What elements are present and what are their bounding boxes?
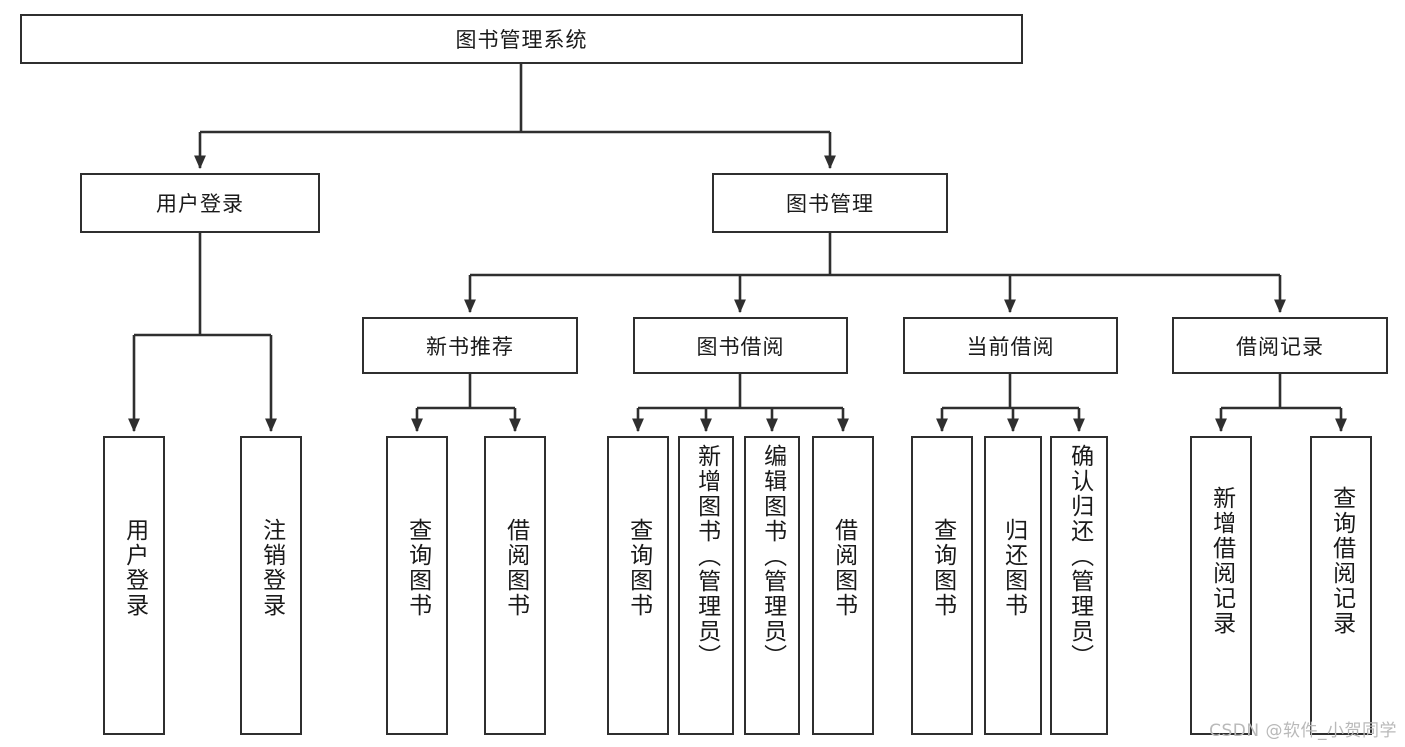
node-new-book-recommend-label: 新书推荐 <box>426 334 514 359</box>
node-book-borrow[interactable]: 图书借阅 <box>633 317 848 374</box>
leaf-return-book-label: 归还图书 <box>1000 518 1027 618</box>
leaf-query-book-borrow[interactable]: 查询图书 <box>607 436 669 735</box>
leaf-add-book-admin[interactable]: 新增图书（管理员） <box>678 436 734 735</box>
node-book-borrow-label: 图书借阅 <box>696 334 785 359</box>
leaf-query-borrow-record-label: 查询借阅记录 <box>1328 486 1355 636</box>
watermark: CSDN @软件_小贺同学 <box>1209 721 1397 741</box>
leaf-borrow-book-label: 借阅图书 <box>830 518 857 618</box>
node-new-book-recommend[interactable]: 新书推荐 <box>362 317 578 374</box>
leaf-add-borrow-record-label: 新增借阅记录 <box>1208 486 1235 636</box>
leaf-edit-book-admin[interactable]: 编辑图书（管理员） <box>744 436 800 735</box>
leaf-query-book-borrow-label: 查询图书 <box>625 518 652 618</box>
leaf-borrow-book[interactable]: 借阅图书 <box>812 436 874 735</box>
leaf-query-book-newbook[interactable]: 查询图书 <box>386 436 448 735</box>
leaf-borrow-book-newbook-label: 借阅图书 <box>502 518 529 618</box>
node-user-login-label: 用户登录 <box>156 192 244 216</box>
node-user-login[interactable]: 用户登录 <box>80 173 320 233</box>
leaf-user-login-label: 用户登录 <box>121 518 148 618</box>
leaf-query-book-current-label: 查询图书 <box>929 518 956 618</box>
node-book-management-label: 图书管理 <box>786 192 874 216</box>
leaf-add-book-admin-label: 新增图书（管理员） <box>693 444 720 669</box>
node-borrow-record-label: 借阅记录 <box>1236 334 1324 359</box>
leaf-user-login[interactable]: 用户登录 <box>103 436 165 735</box>
node-root[interactable]: 图书管理系统 <box>20 14 1023 64</box>
leaf-edit-book-admin-label: 编辑图书（管理员） <box>759 444 786 669</box>
leaf-return-book[interactable]: 归还图书 <box>984 436 1042 735</box>
leaf-query-book-current[interactable]: 查询图书 <box>911 436 973 735</box>
node-book-management[interactable]: 图书管理 <box>712 173 948 233</box>
node-current-borrow-label: 当前借阅 <box>966 334 1055 359</box>
leaf-confirm-return-admin[interactable]: 确认归还（管理员） <box>1050 436 1108 735</box>
node-current-borrow[interactable]: 当前借阅 <box>903 317 1118 374</box>
leaf-add-borrow-record[interactable]: 新增借阅记录 <box>1190 436 1252 735</box>
leaf-logout[interactable]: 注销登录 <box>240 436 302 735</box>
leaf-borrow-book-newbook[interactable]: 借阅图书 <box>484 436 546 735</box>
leaf-query-book-newbook-label: 查询图书 <box>404 518 431 618</box>
node-borrow-record[interactable]: 借阅记录 <box>1172 317 1388 374</box>
leaf-query-borrow-record[interactable]: 查询借阅记录 <box>1310 436 1372 735</box>
node-root-label: 图书管理系统 <box>455 28 588 52</box>
leaf-logout-label: 注销登录 <box>258 518 285 618</box>
leaf-confirm-return-admin-label: 确认归还（管理员） <box>1066 444 1093 669</box>
